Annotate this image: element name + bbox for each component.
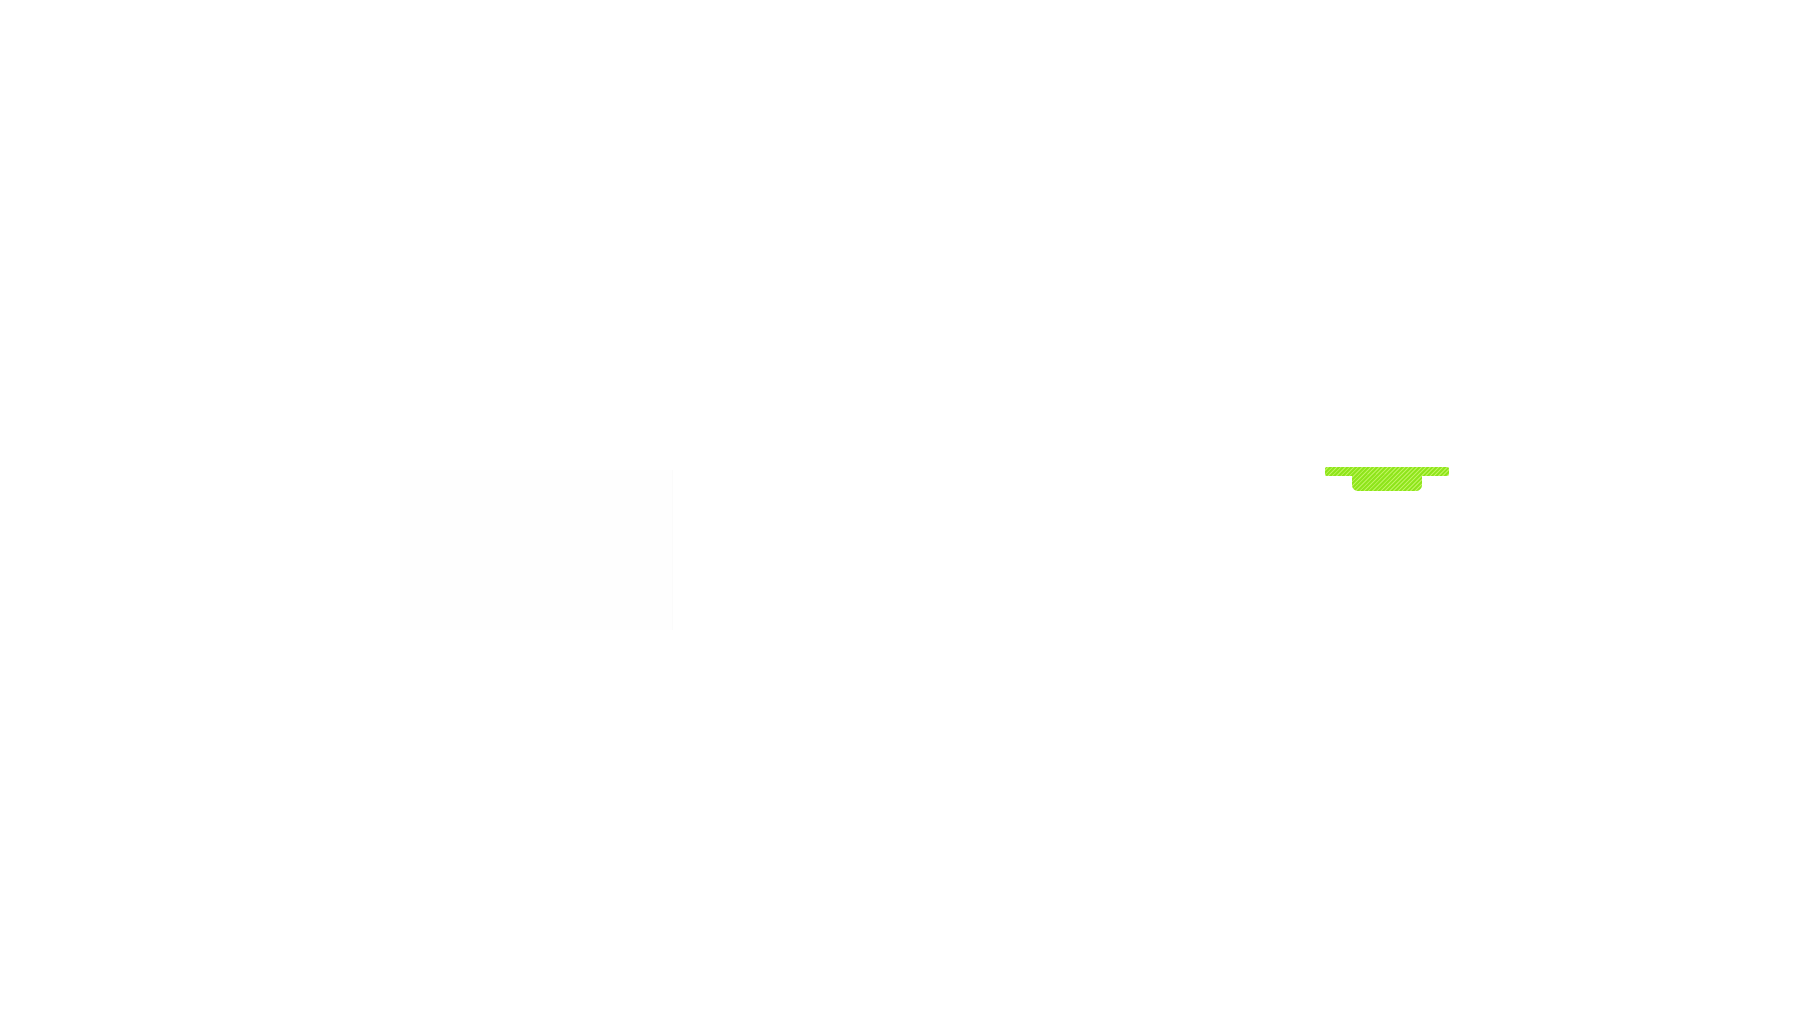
ghost-panel (400, 470, 673, 630)
t-shape-hatched-icon[interactable] (1325, 467, 1449, 495)
t-shape-stem (1352, 474, 1422, 491)
t-shape-bar (1325, 467, 1449, 476)
